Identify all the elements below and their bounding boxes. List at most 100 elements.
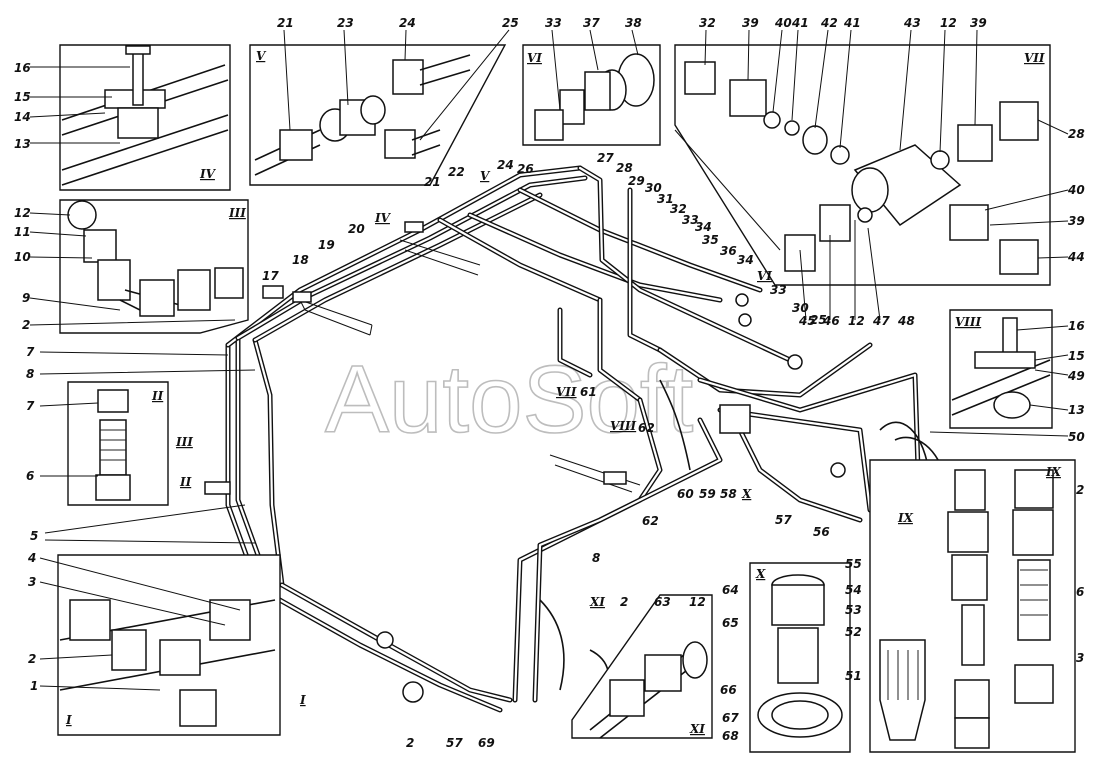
marker-XI-inset: XI: [689, 722, 705, 736]
marker-V-main: V: [480, 169, 491, 183]
callout-14: 14: [14, 110, 31, 124]
callout-16-a: 16: [14, 61, 31, 75]
callout-59: 59: [699, 487, 716, 501]
callout-2-d: 2: [406, 736, 414, 750]
callout-62-b: 62: [642, 514, 659, 528]
callout-8-a: 8: [26, 367, 34, 381]
callout-41-a: 41: [791, 16, 809, 30]
callout-20: 20: [348, 222, 365, 236]
callout-44: 44: [1067, 250, 1085, 264]
callout-61: 61: [580, 385, 597, 399]
marker-IV-inset: IV: [199, 167, 217, 181]
callout-28-b: 28: [616, 161, 633, 175]
inset-IV: [59, 44, 231, 191]
marker-IX-main: IX: [897, 511, 914, 525]
callout-39-c: 39: [1068, 214, 1085, 228]
callout-24-b: 24: [497, 158, 514, 172]
callout-63: 63: [654, 595, 671, 609]
marker-I-main: I: [299, 693, 306, 707]
inset-VIII: [949, 309, 1053, 429]
callout-12-b: 12: [940, 16, 957, 30]
marker-VI-main: VI: [757, 269, 772, 283]
callout-28: 28: [1068, 127, 1085, 141]
marker-IV-main: IV: [374, 211, 392, 225]
callout-32-a: 32: [699, 16, 716, 30]
callout-68: 68: [722, 729, 739, 743]
callout-66: 66: [720, 683, 737, 697]
marker-IX-inset: IX: [1045, 465, 1062, 479]
callout-12-c: 12: [848, 314, 865, 328]
callout-40-b: 40: [1067, 183, 1085, 197]
callout-13-b: 13: [1068, 403, 1085, 417]
callout-51: 51: [845, 669, 862, 683]
marker-II-inset: II: [151, 389, 164, 403]
callout-33-c: 33: [770, 283, 787, 297]
callout-55: 55: [845, 557, 862, 571]
callout-25-a: 25: [502, 16, 519, 30]
callout-36: 36: [720, 244, 737, 258]
marker-X-inset: X: [755, 567, 766, 581]
callout-57-a: 57: [775, 513, 792, 527]
callout-23: 23: [337, 16, 354, 30]
inset-VII: [674, 44, 1051, 286]
callout-43: 43: [903, 16, 921, 30]
callout-4: 4: [27, 551, 36, 565]
callout-33-b: 33: [682, 213, 699, 227]
callout-69: 69: [478, 736, 495, 750]
inset-III: [59, 199, 249, 334]
callout-41-b: 41: [843, 16, 861, 30]
marker-I-inset: I: [65, 713, 72, 727]
callout-29: 29: [628, 174, 645, 188]
callout-numbers: 16 15 14 13 12 11 10 9 2 7 8 7 6 5 4 3 2…: [14, 16, 1085, 750]
callout-50: 50: [1068, 430, 1085, 444]
callout-54: 54: [845, 583, 862, 597]
callout-15-b: 15: [1068, 349, 1085, 363]
callout-52: 52: [845, 625, 862, 639]
callout-65: 65: [722, 616, 739, 630]
callout-32-b: 32: [670, 202, 687, 216]
watermark: AutoSoft: [325, 346, 693, 453]
callout-10: 10: [14, 250, 31, 264]
callout-57-b: 57: [446, 736, 463, 750]
callout-53: 53: [845, 603, 862, 617]
callout-19: 19: [318, 238, 335, 252]
callout-49: 49: [1067, 369, 1085, 383]
callout-33-a: 33: [545, 16, 562, 30]
callout-30-b: 30: [792, 301, 809, 315]
callout-7-b: 7: [26, 399, 35, 413]
callout-1: 1: [30, 679, 38, 693]
callout-2-c: 2: [620, 595, 628, 609]
marker-VIII-inset: VIII: [955, 315, 982, 329]
callout-3-a: 3: [28, 575, 36, 589]
marker-X-main: X: [741, 487, 752, 501]
marker-VIII-main: VIII: [610, 419, 637, 433]
marker-XI-main: XI: [589, 595, 605, 609]
callout-26: 26: [517, 162, 534, 176]
callout-38: 38: [625, 16, 642, 30]
callout-21-b: 21: [424, 175, 441, 189]
inset-VI: [522, 44, 661, 146]
callout-12-d: 12: [689, 595, 706, 609]
callout-6-a: 6: [26, 469, 34, 483]
callout-17: 17: [262, 269, 279, 283]
callout-16-b: 16: [1068, 319, 1085, 333]
callout-39-b: 39: [970, 16, 987, 30]
marker-VII-inset: VII: [1024, 51, 1045, 65]
callout-8-b: 8: [592, 551, 600, 565]
callout-13-a: 13: [14, 137, 31, 151]
callout-39-a: 39: [742, 16, 759, 30]
callout-46: 46: [822, 314, 840, 328]
callout-2-b: 2: [28, 652, 36, 666]
callout-18: 18: [292, 253, 309, 267]
roman-markers: IV V VI VII III II I VIII IX X XI IV V V…: [65, 49, 1062, 736]
marker-VII-main: VII: [556, 385, 577, 399]
callout-15-a: 15: [14, 90, 31, 104]
callout-9: 9: [22, 291, 30, 305]
callout-24-a: 24: [399, 16, 416, 30]
inset-XI: [571, 594, 713, 739]
callout-67: 67: [722, 711, 739, 725]
callout-2-e: 2: [1076, 483, 1084, 497]
callout-35: 35: [702, 233, 719, 247]
callout-48: 48: [897, 314, 915, 328]
